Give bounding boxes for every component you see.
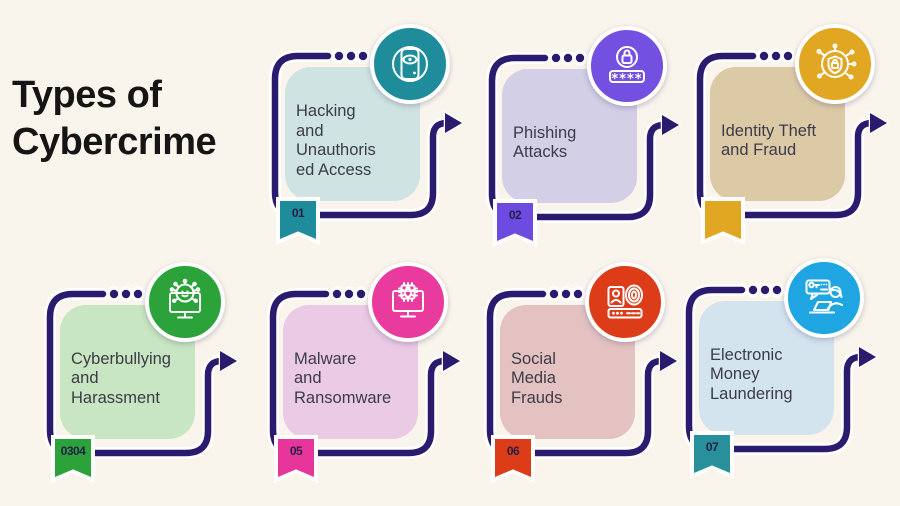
card-title: Social Media Frauds	[511, 349, 563, 407]
icon-circle: ****	[587, 26, 667, 106]
badge-number: 05	[289, 444, 303, 458]
malware-chip-icon	[392, 282, 424, 318]
badge-ribbon: 01	[276, 197, 320, 245]
card-title: Phishing Attacks	[513, 123, 577, 162]
card-title: Electronic Money Laundering	[710, 345, 793, 403]
badge-number: 01	[291, 206, 305, 220]
password-lock-icon: ****	[609, 46, 645, 87]
card-title: Cyberbullying and Harassment	[71, 349, 171, 407]
badge-ribbon: 02	[493, 199, 537, 247]
card-title: Identity Theft and Fraud	[721, 121, 817, 160]
card-title: Hacking and Unauthoris ed Access	[296, 102, 376, 179]
card-phishing: Phishing Attacks **** 02	[479, 26, 694, 264]
identity-circuit-icon	[816, 43, 857, 80]
page-title: Types of Cybercrime	[12, 74, 217, 163]
icon-circle	[585, 262, 665, 342]
badge-ribbon: 0304	[51, 435, 95, 483]
id-fingerprint-icon	[607, 284, 643, 319]
icon-circle	[795, 24, 875, 104]
hacker-laptop-icon	[805, 279, 843, 314]
icon-circle	[784, 258, 864, 338]
badge-ribbon: 06	[491, 435, 535, 483]
badge-number: 06	[506, 444, 520, 458]
svg-text:****: ****	[611, 72, 642, 87]
card-malware: Malware and Ransomware 05	[260, 262, 475, 500]
virus-monitor-icon	[169, 278, 201, 319]
badge-ribbon: 05	[274, 435, 318, 483]
icon-circle	[368, 262, 448, 342]
card-cyberbullying: Cyberbullying and Harassment	[37, 262, 252, 500]
badge-ribbon: 07	[690, 431, 734, 479]
icon-circle	[145, 262, 225, 342]
card-hacking: Hacking and Unauthoris ed Access 01	[262, 24, 477, 262]
card-money-laundering: Electronic Money Laundering	[676, 258, 891, 496]
badge-number: 02	[508, 208, 522, 222]
card-title: Malware and Ransomware	[294, 349, 392, 407]
card-social-media-frauds: Social Media Frauds	[477, 262, 692, 500]
storage-eye-icon	[392, 46, 428, 82]
card-identity-theft: Identity Theft and Fraud	[687, 24, 900, 262]
icon-circle	[370, 24, 450, 104]
badge-number: 07	[705, 440, 719, 454]
badge-number: 0304	[60, 444, 86, 458]
badge-inner	[705, 201, 741, 239]
